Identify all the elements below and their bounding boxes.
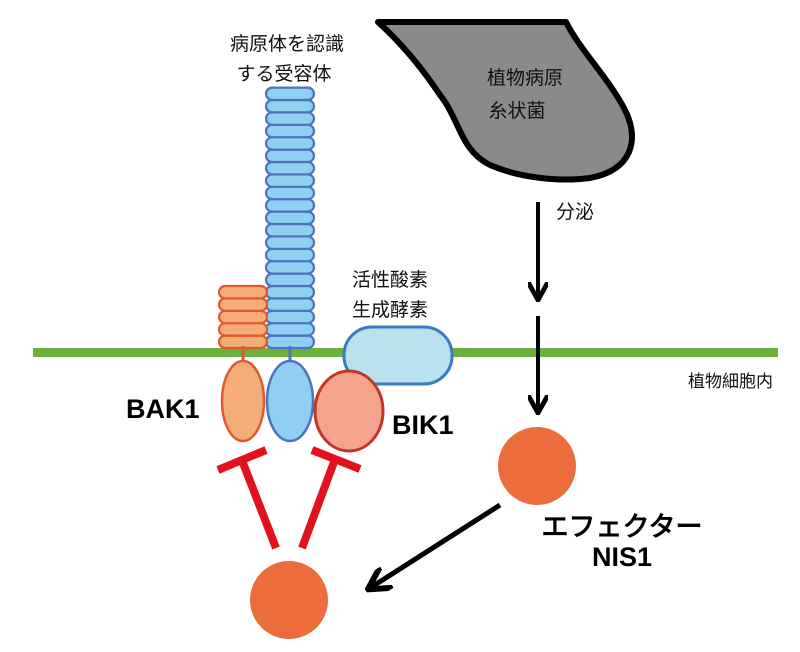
receptor-repeat-segment <box>264 235 316 250</box>
receptor-label-line1: 病原体を認識 <box>230 33 344 55</box>
pattern-recognition-receptor <box>264 86 316 350</box>
receptor-repeat-segment <box>264 173 316 188</box>
bik1-label: BIK1 <box>392 410 454 440</box>
receptor-repeat-segment <box>264 111 316 126</box>
receptor-repeat-segment <box>264 247 316 263</box>
effector-label-line2: NIS1 <box>592 542 652 572</box>
effector-nis1-acting <box>250 561 328 639</box>
receptor-repeat-segment <box>264 322 316 337</box>
bak1-extracellular-domain <box>217 284 269 350</box>
ros-producing-enzyme <box>342 325 454 386</box>
ros-enzyme-label-line2: 生成酵素 <box>352 299 428 321</box>
receptor-repeat-segment <box>264 284 316 300</box>
receptor-repeat-segment <box>264 136 316 151</box>
bak1-label: BAK1 <box>126 394 200 424</box>
bak1-repeat-segment <box>217 309 269 325</box>
effector-label-line1: エフェクター <box>542 512 703 542</box>
bak1-repeat-segment <box>217 284 269 300</box>
effector-nis1 <box>498 427 576 505</box>
bak1-repeat-segment <box>217 322 269 337</box>
inhibition-bak1 <box>216 446 280 550</box>
receptor-repeat-segment <box>264 210 316 226</box>
inhibition-bik1 <box>298 446 362 550</box>
bak1-kinase <box>220 359 266 443</box>
receptor-label-line2: する受容体 <box>236 63 331 85</box>
secretion-label: 分泌 <box>556 201 594 223</box>
ros-enzyme-label-line1: 活性酸素 <box>352 269 428 291</box>
receptor-repeat-segment <box>264 148 316 164</box>
receptor-repeat-segment <box>264 297 316 312</box>
receptor-repeat-segment <box>264 160 316 176</box>
receptor-repeat-segment <box>264 260 316 275</box>
cell-interior-label: 植物細胞内 <box>688 372 773 392</box>
bik1 <box>313 369 385 453</box>
pathogen-fungus <box>375 19 635 183</box>
receptor-kinase <box>265 359 315 443</box>
pathogen-label-line1: 植物病原 <box>487 67 563 89</box>
receptor-repeat-segment <box>264 309 316 325</box>
pathogen-label-line2: 糸状菌 <box>488 100 545 122</box>
bak1-repeat-segment <box>217 297 269 312</box>
receptor-repeat-segment <box>264 185 316 201</box>
receptor-repeat-segment <box>264 272 316 288</box>
receptor-repeat-segment <box>264 86 316 102</box>
receptor-repeat-segment <box>264 222 316 238</box>
receptor-repeat-segment <box>264 98 316 114</box>
effector-action-arrow <box>370 502 502 588</box>
receptor-repeat-segment <box>264 123 316 139</box>
receptor-repeat-segment <box>264 198 316 213</box>
